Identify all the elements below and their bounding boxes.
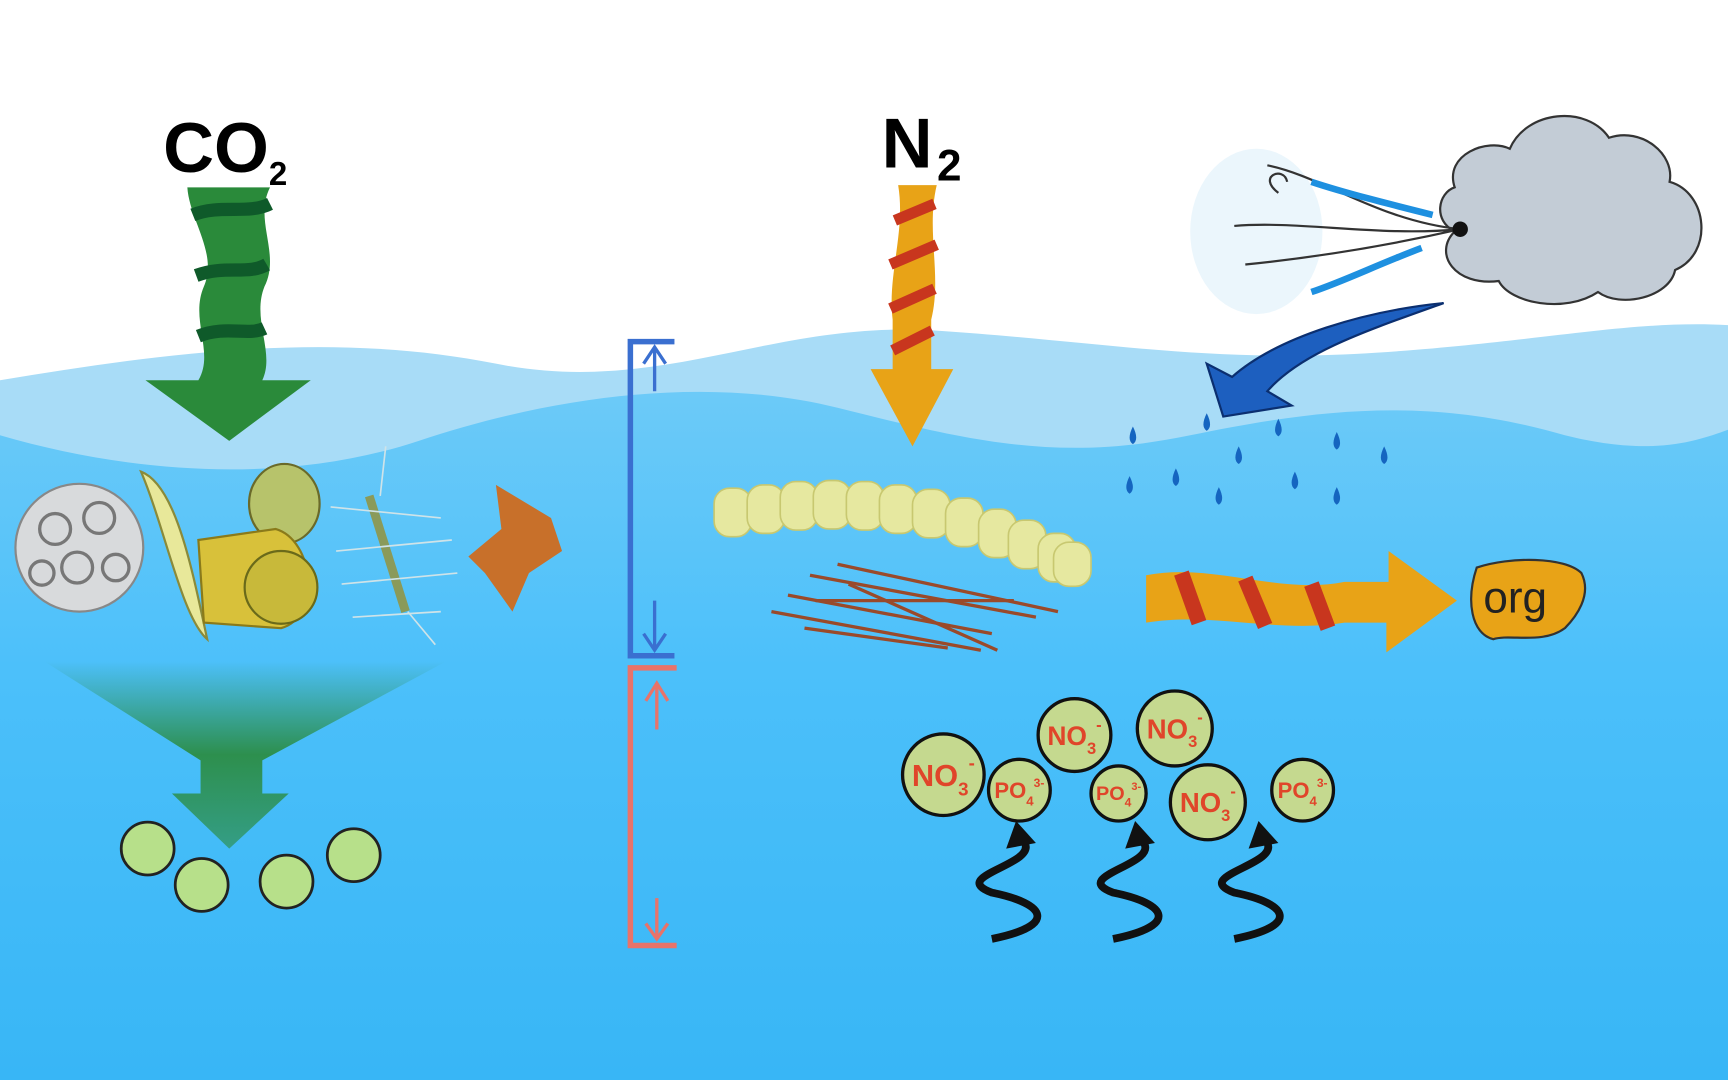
diatom-pennate <box>139 469 209 643</box>
n2-subscript: 2 <box>937 142 962 191</box>
co2-label: CO2 <box>163 108 287 193</box>
n2-arrow <box>870 185 954 447</box>
upwelling-arrow-3 <box>1218 841 1284 943</box>
cloud <box>1439 115 1703 306</box>
org-label: org <box>1483 574 1547 623</box>
ion-po4: PO43- <box>1089 764 1148 823</box>
co2-arrow <box>145 187 311 441</box>
phytoplankton-group <box>14 446 563 646</box>
nutrient-ions: NO3- PO43- NO3- PO43- NO3- NO3- PO43- <box>900 689 1336 842</box>
trichodesmium-bundle <box>771 562 1059 652</box>
svg-text:NO3-: NO3- <box>1180 782 1236 825</box>
wind-gust <box>1190 148 1468 315</box>
diatom-centric <box>243 549 319 625</box>
organic-nitrogen-blob: org <box>1470 558 1587 641</box>
upwelling-arrow-2 <box>1096 841 1163 943</box>
sinking-particles <box>119 820 382 913</box>
upwelling-arrowheads <box>1006 821 1279 849</box>
svg-text:NO3-: NO3- <box>1047 716 1101 758</box>
svg-text:PO43-: PO43- <box>1278 776 1328 809</box>
ion-no3: NO3- <box>1135 689 1214 768</box>
ion-no3: NO3- <box>900 732 986 818</box>
front-wave <box>0 391 1728 1080</box>
ocean <box>0 324 1728 1080</box>
co2-subscript: 2 <box>269 156 287 193</box>
mixed-layer-bracket <box>627 338 675 659</box>
rain-drops <box>1126 413 1388 505</box>
brown-phytoplankton <box>468 484 563 612</box>
cyanobacteria-filament <box>713 479 1092 588</box>
ion-no3: NO3- <box>1036 697 1113 774</box>
svg-text:NO3-: NO3- <box>1147 708 1203 751</box>
ion-po4: PO43- <box>986 757 1052 823</box>
chain-diatom <box>364 494 410 613</box>
coccolithophore <box>14 482 145 613</box>
svg-text:PO43-: PO43- <box>1096 781 1142 810</box>
n2-text: N <box>882 104 933 183</box>
deposition-arrow <box>1204 301 1445 418</box>
export-arrow <box>44 661 447 849</box>
ion-no3: NO3- <box>1168 763 1247 842</box>
upwelling-arrow-1 <box>975 841 1042 943</box>
ion-po4: PO43- <box>1270 757 1336 823</box>
co2-text: CO <box>163 108 269 187</box>
deep-layer-bracket <box>627 665 677 949</box>
svg-text:N2: N2 <box>882 104 962 191</box>
fixation-arrow <box>1146 551 1457 653</box>
svg-text:NO3-: NO3- <box>912 752 975 799</box>
upwelling-arrows <box>975 841 1284 943</box>
svg-text:PO43-: PO43- <box>994 776 1044 809</box>
svg-text:CO2: CO2 <box>163 108 287 193</box>
